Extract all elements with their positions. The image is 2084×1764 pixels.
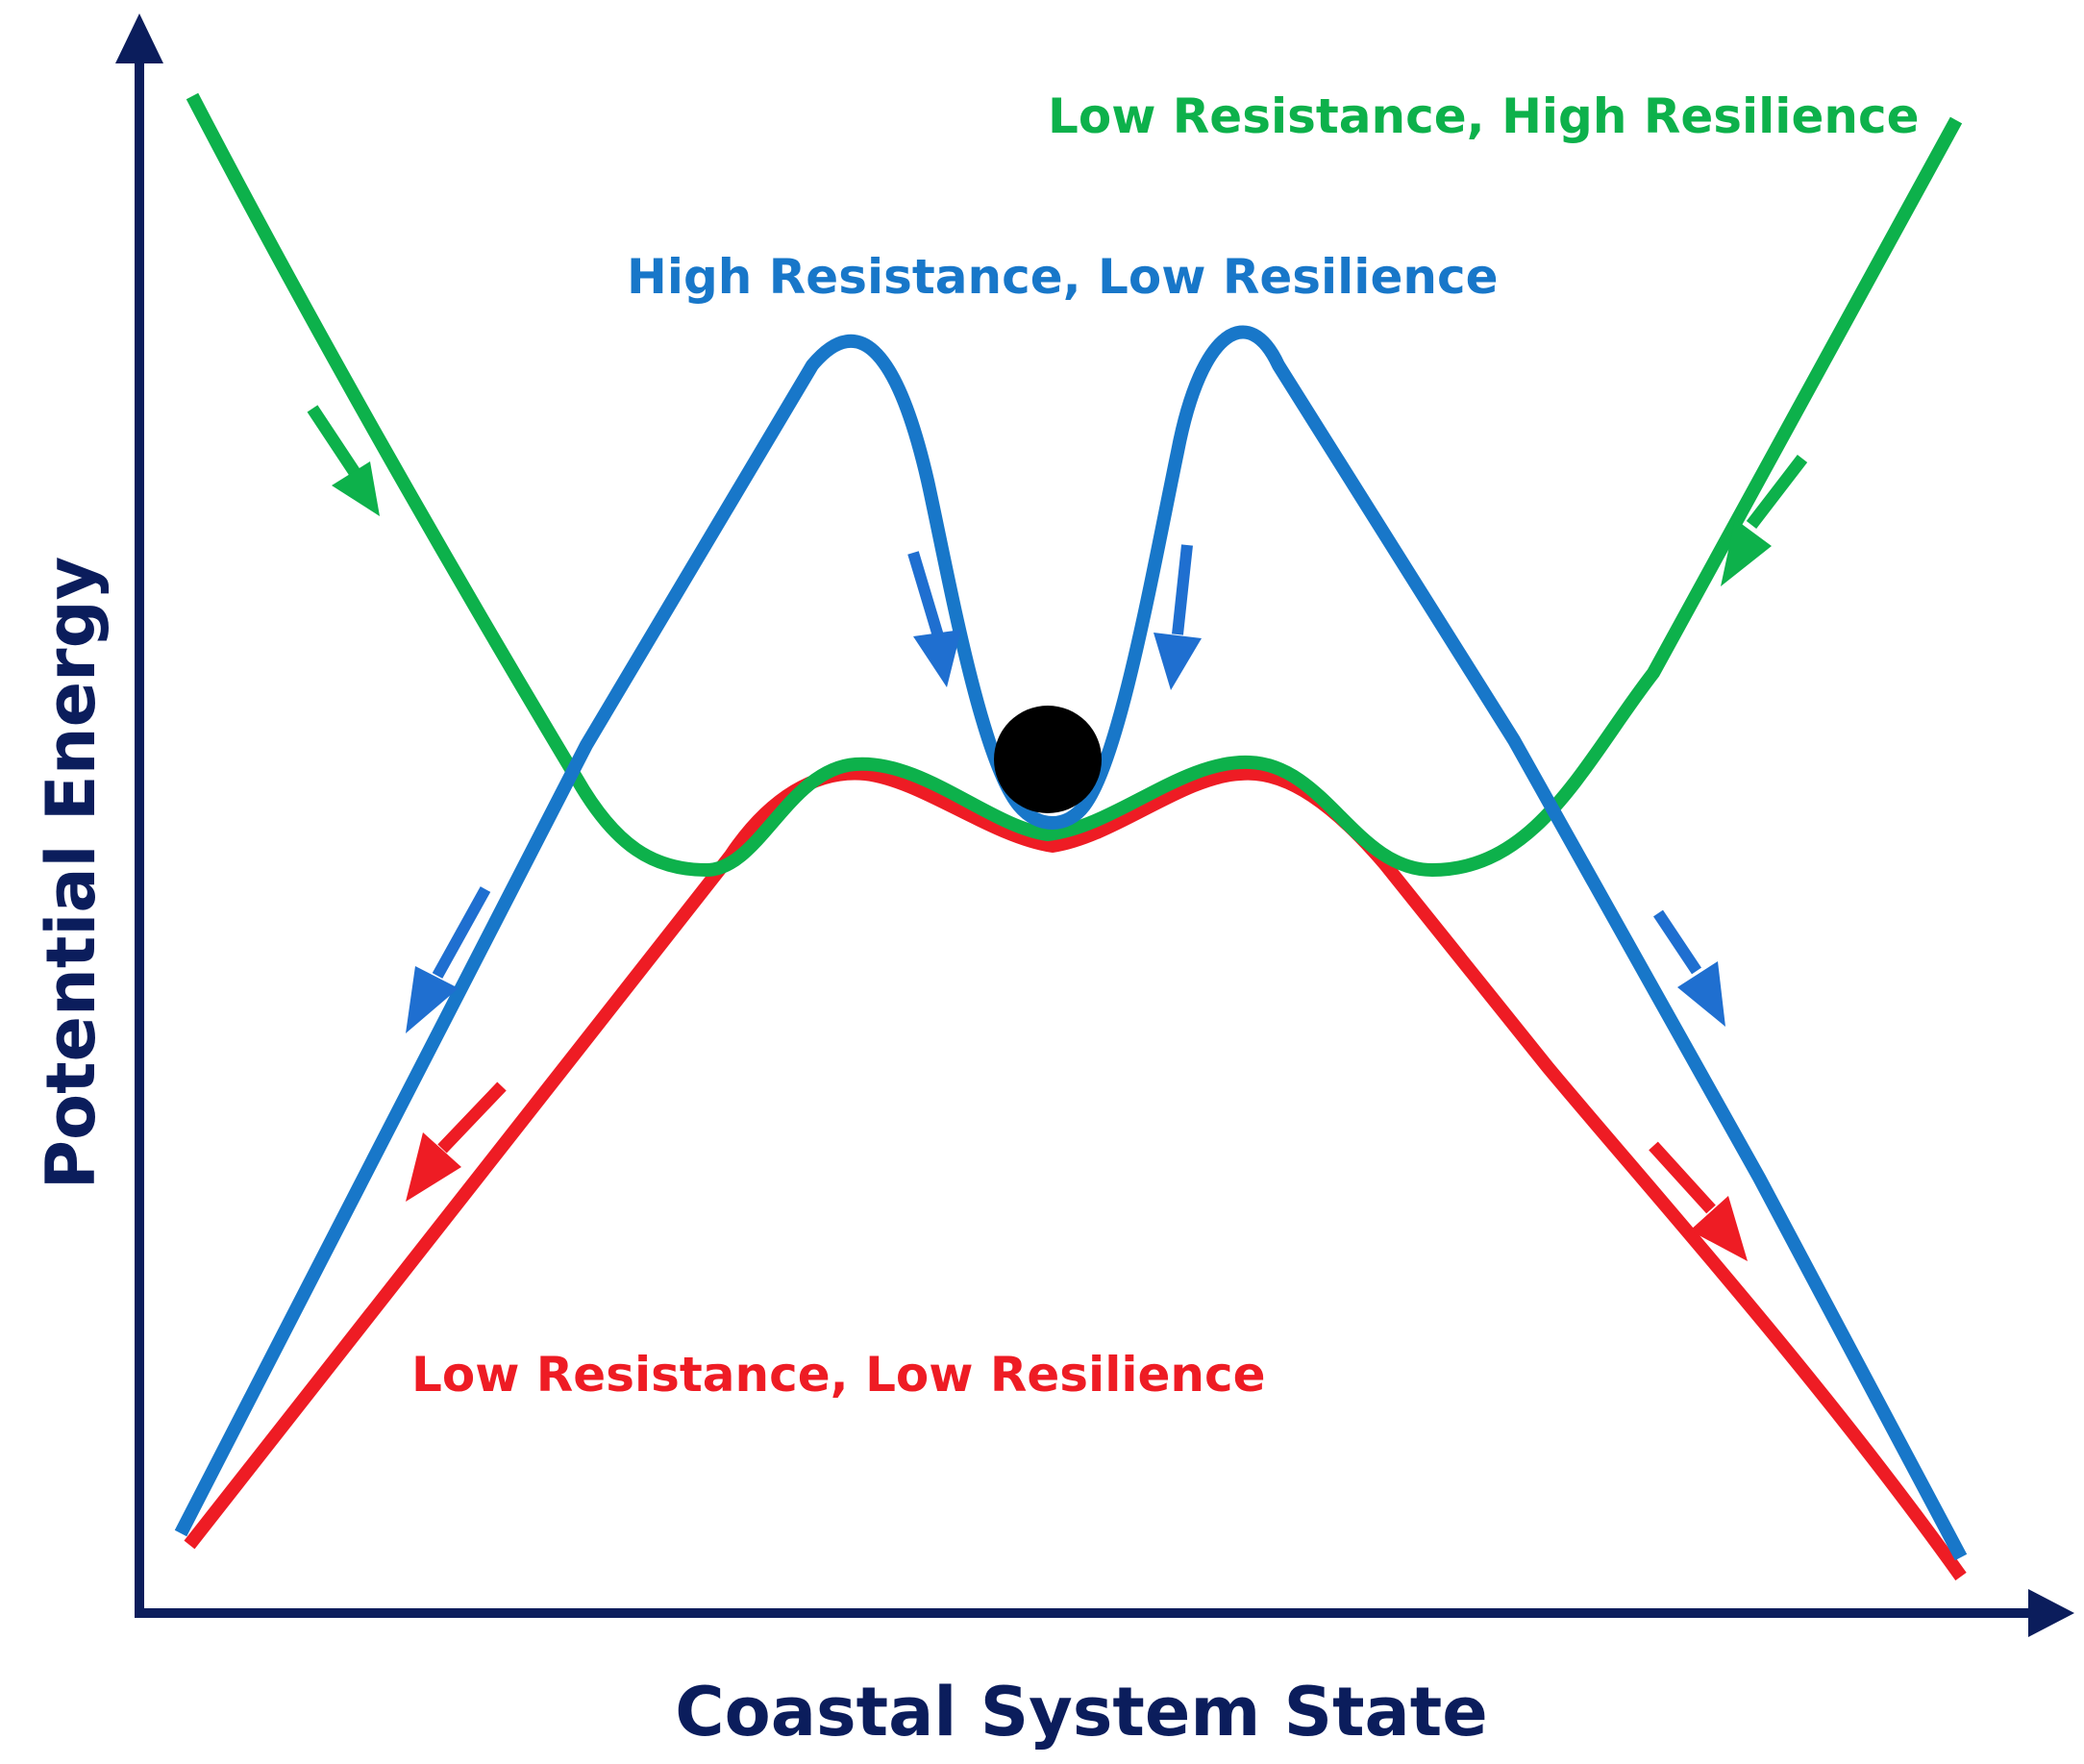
x-axis-arrowhead: [2028, 1589, 2074, 1637]
green-curve-label: Low Resistance, High Resilience: [1048, 88, 1920, 144]
blue-arrow-left-inner: [907, 551, 961, 687]
x-axis-title: Coastal System State: [675, 1673, 1487, 1752]
ball: [994, 706, 1102, 813]
blue-curve: [174, 325, 1968, 1561]
red-arrow-left: [406, 1081, 507, 1202]
blue-arrow-left-outer: [406, 886, 491, 1033]
green-curve: [186, 92, 1963, 877]
green-arrow-left: [307, 405, 380, 516]
y-axis-title: Potential Energy: [32, 557, 111, 1190]
blue-arrow-right-inner: [1154, 544, 1202, 690]
blue-arrow-right-outer: [1653, 909, 1725, 1027]
y-axis-arrowhead: [115, 13, 163, 63]
blue-curve-label: High Resistance, Low Resilience: [627, 249, 1499, 305]
green-arrow-right: [1721, 455, 1808, 586]
red-curve-label: Low Resistance, Low Resilience: [411, 1347, 1266, 1403]
red-arrow-right: [1649, 1141, 1748, 1261]
red-curve: [184, 766, 1967, 1581]
